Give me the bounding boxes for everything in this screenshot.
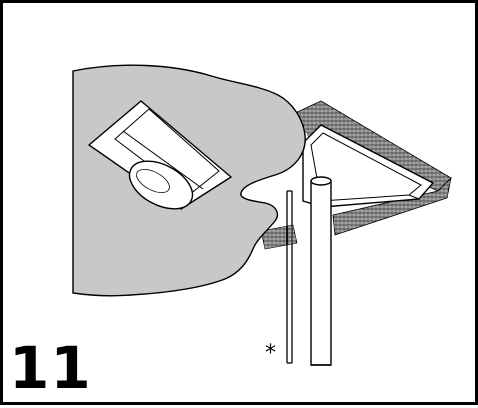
callout-asterisk: *: [265, 341, 276, 366]
installation-illustration: [72, 64, 452, 366]
pipe-icon: [310, 176, 332, 366]
step-number: 11: [9, 334, 92, 402]
trowel-icon: [87, 100, 233, 210]
rod-icon: [286, 190, 293, 364]
